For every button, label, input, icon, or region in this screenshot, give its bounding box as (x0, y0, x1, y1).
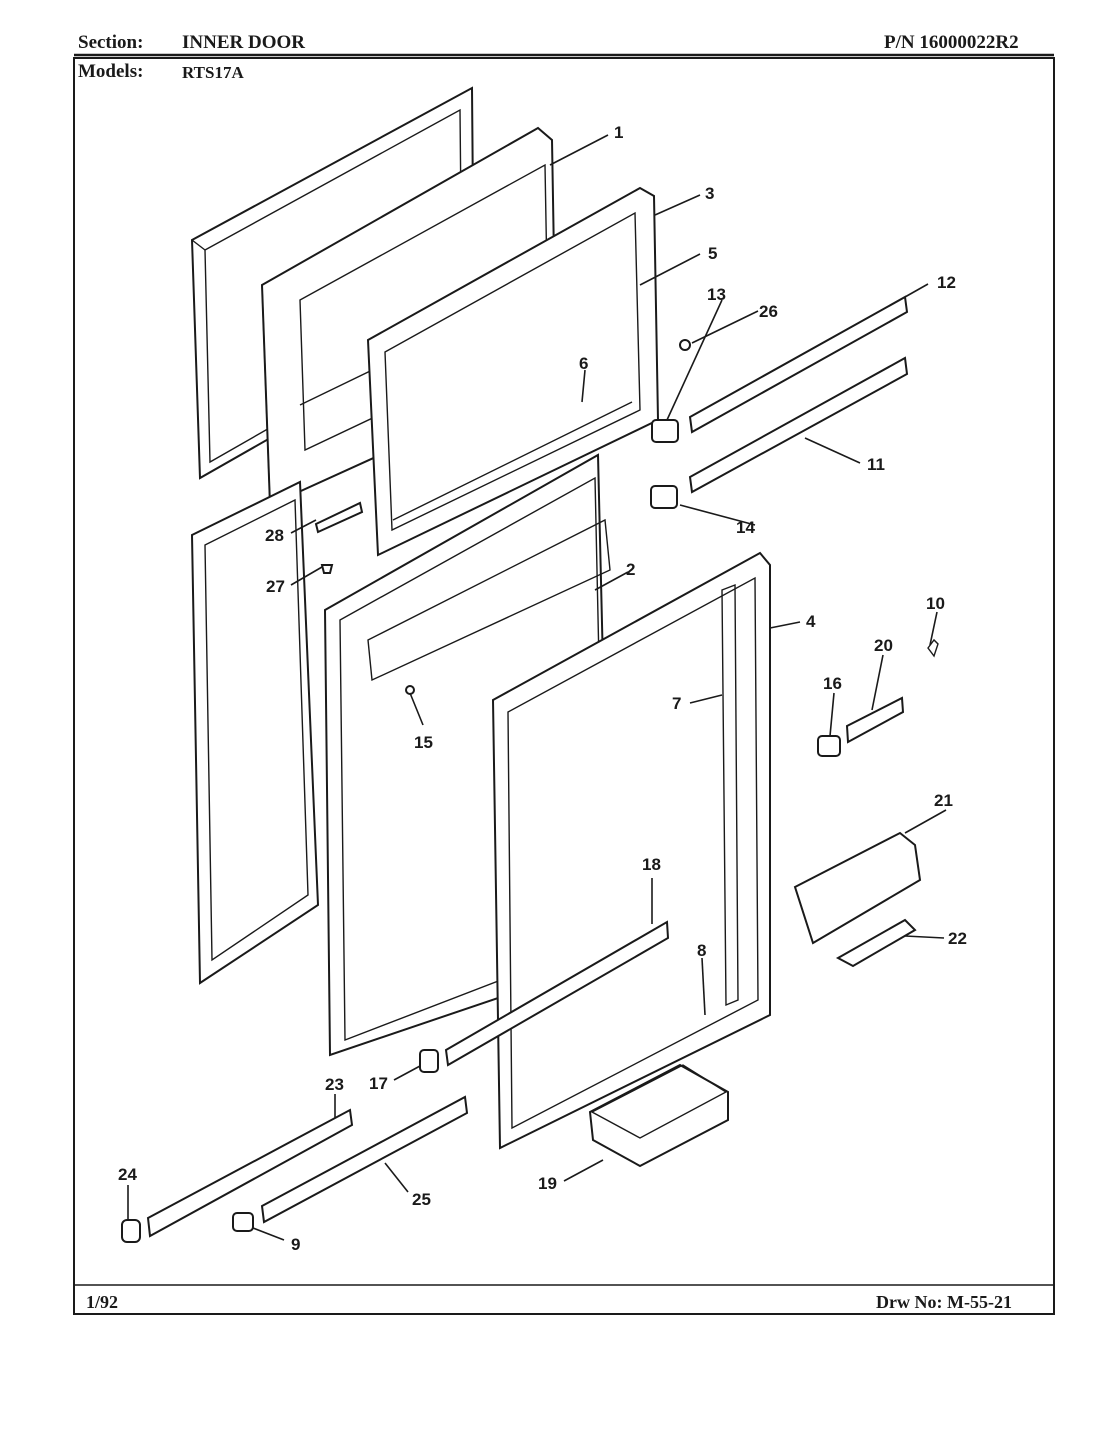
callout-11: 11 (867, 455, 885, 474)
callout-27: 27 (266, 577, 285, 596)
callout-1: 1 (614, 123, 623, 142)
models-value: RTS17A (182, 63, 244, 82)
callout-4: 4 (806, 612, 816, 631)
callout-8: 8 (697, 941, 706, 960)
drawing-date: 1/92 (86, 1292, 119, 1312)
upper-shelf-bars (688, 295, 909, 494)
callout-25: 25 (412, 1190, 431, 1209)
callout-17: 17 (369, 1074, 388, 1093)
callout-3: 3 (705, 184, 714, 203)
end-caps (121, 419, 841, 1243)
callout-16: 16 (823, 674, 842, 693)
callout-18: 18 (642, 855, 661, 874)
part-number: P/N 16000022R2 (884, 32, 1019, 53)
callout-23: 23 (325, 1075, 344, 1094)
callout-24: 24 (118, 1165, 137, 1184)
upper-door-gasket (366, 186, 660, 557)
callout-28: 28 (265, 526, 284, 545)
drawing-frame (73, 53, 1055, 1315)
callout-15: 15 (414, 733, 433, 752)
callout-14: 14 (736, 518, 755, 537)
fasteners (314, 339, 691, 695)
callout-9: 9 (291, 1235, 300, 1254)
callout-22: 22 (948, 929, 967, 948)
section-value: INNER DOOR (182, 32, 305, 53)
section-label: Section: (78, 32, 144, 53)
small-bar-and-clip (845, 638, 939, 744)
models-label: Models: (78, 61, 144, 82)
callout-12: 12 (937, 273, 956, 292)
egg-tray (588, 1063, 729, 1168)
leader-lines (127, 134, 947, 1241)
lower-outer-door-panel (190, 480, 320, 985)
callout-20: 20 (874, 636, 893, 655)
callout-6: 6 (579, 354, 588, 373)
dairy-compartment (793, 831, 922, 968)
drawing-number: Drw No: M-55-21 (876, 1292, 1012, 1312)
callout-21: 21 (934, 791, 953, 810)
callout-labels: 1 2 3 4 5 6 7 8 9 10 11 12 13 14 15 16 1… (118, 123, 967, 1254)
callout-19: 19 (538, 1174, 557, 1193)
callout-5: 5 (708, 244, 717, 263)
callout-13: 13 (707, 285, 726, 304)
callout-2: 2 (626, 560, 635, 579)
callout-7: 7 (672, 694, 681, 713)
lower-shelf-bars (146, 920, 670, 1238)
callout-26: 26 (759, 302, 778, 321)
callout-10: 10 (926, 594, 945, 613)
